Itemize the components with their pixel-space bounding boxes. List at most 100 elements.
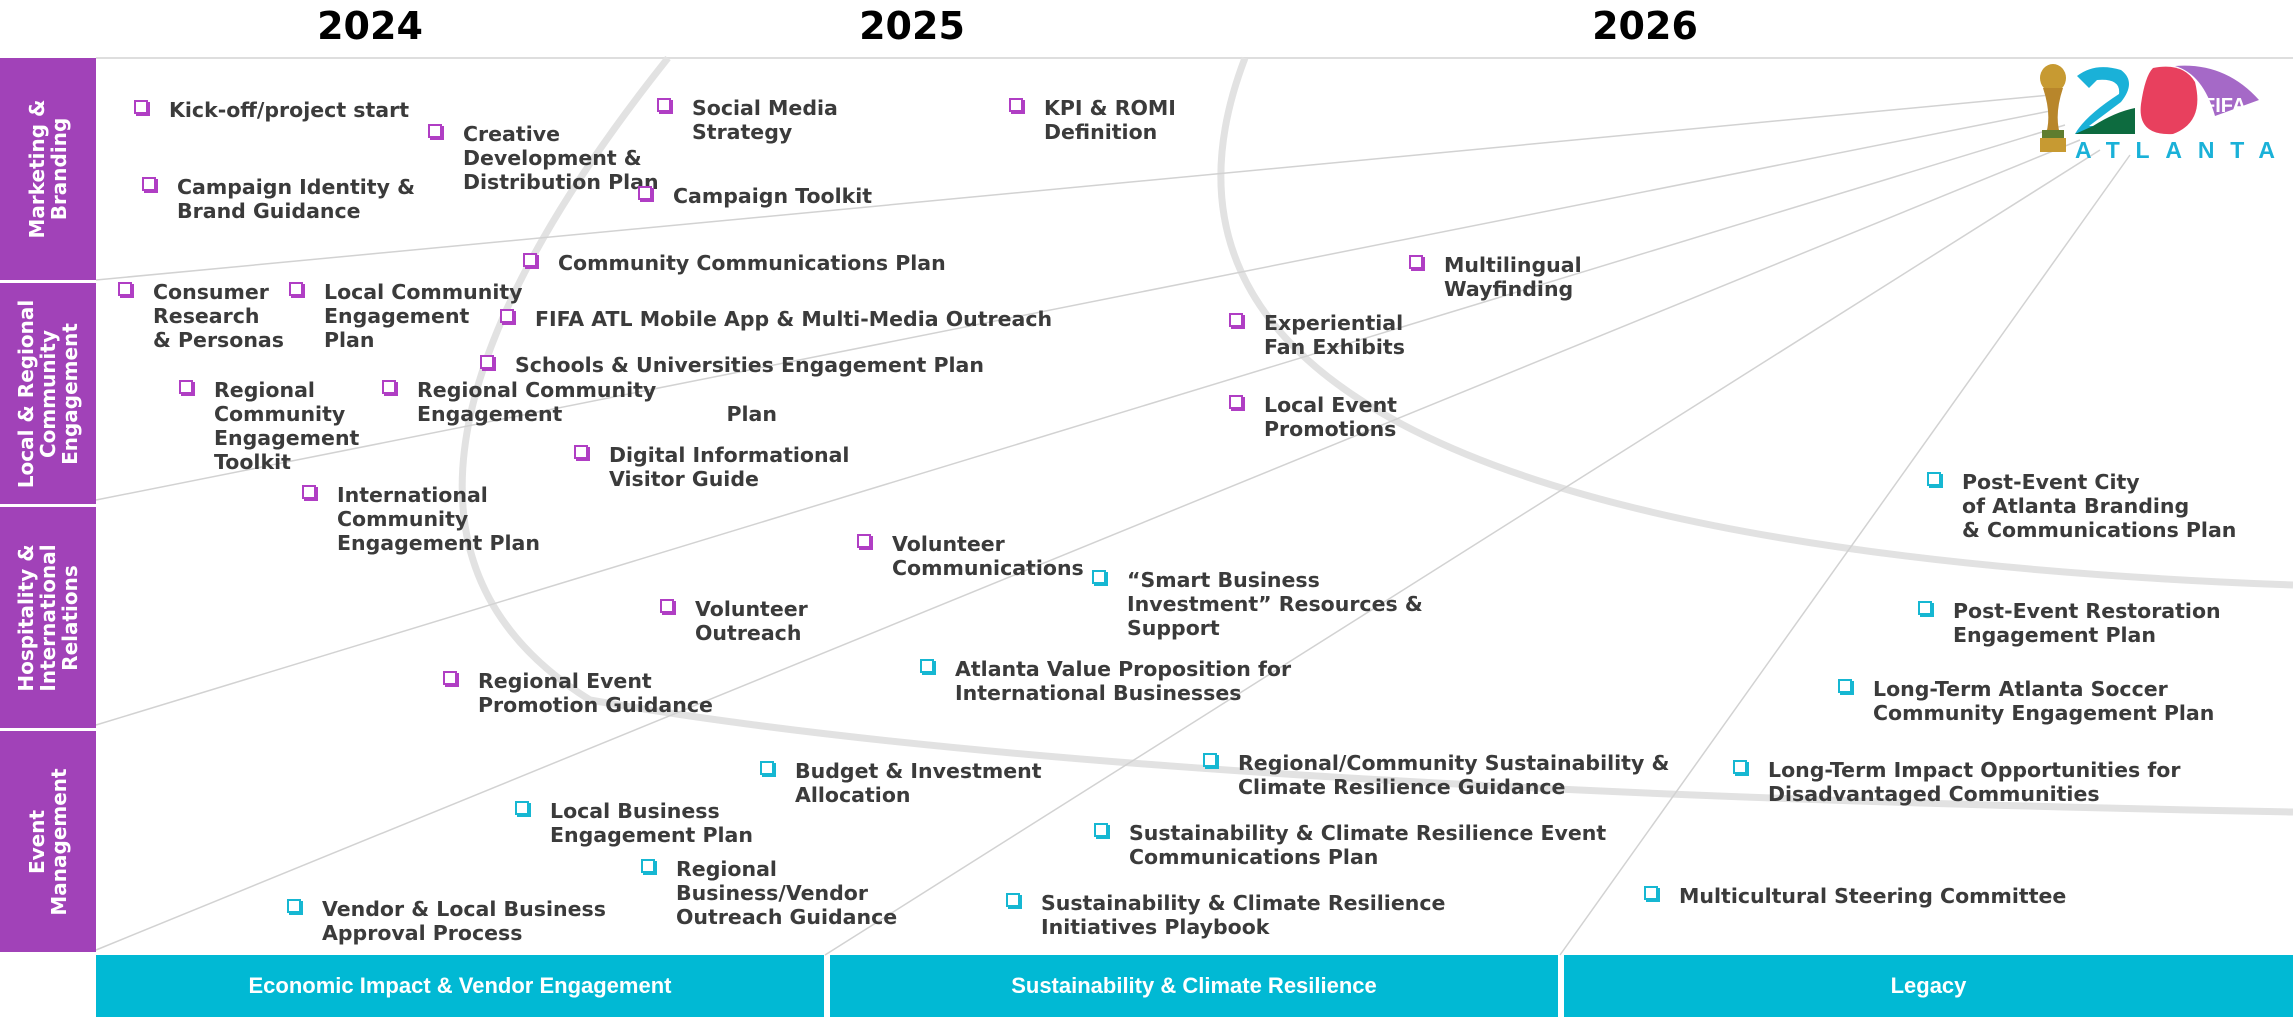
- purple-checkbox-bullet-icon: [1409, 255, 1423, 269]
- cyan-checkbox-bullet-icon: [1838, 679, 1852, 693]
- item-label: Sustainability & Climate Resilience Init…: [1041, 891, 1446, 939]
- lane-legacy: Legacy: [1564, 955, 2293, 1017]
- cyan-checkbox-bullet-icon: [1203, 753, 1217, 767]
- purple-checkbox-bullet-icon: [1229, 395, 1243, 409]
- item-local-community-plan: Local Community Engagement Plan: [289, 280, 523, 352]
- item-consumer-research: Consumer Research & Personas: [118, 280, 284, 352]
- purple-checkbox-bullet-icon: [289, 282, 303, 296]
- row-label: Marketing & Branding: [25, 99, 71, 239]
- item-label: Multilingual Wayfinding: [1444, 253, 1582, 301]
- cyan-checkbox-bullet-icon: [1644, 886, 1658, 900]
- item-long-term-soccer: Long-Term Atlanta Soccer Community Engag…: [1838, 677, 2214, 725]
- logo-city-text: ATLANTA: [2075, 137, 2275, 162]
- item-experiential-exhibits: Experiential Fan Exhibits: [1229, 311, 1405, 359]
- item-label: Sustainability & Climate Resilience Even…: [1129, 821, 1607, 869]
- item-community-communications: Community Communications Plan: [523, 251, 946, 275]
- cyan-checkbox-bullet-icon: [515, 801, 529, 815]
- item-label: Regional Community Engagement Toolkit: [214, 378, 360, 474]
- item-volunteer-outreach: Volunteer Outreach: [660, 597, 808, 645]
- fifa-atlanta-26-logo: FIFA ATLANTA: [2040, 64, 2275, 162]
- item-label: Local Business Engagement Plan: [550, 799, 753, 847]
- item-social-media-strategy: Social Media Strategy: [657, 96, 838, 144]
- item-fifa-mobile-app: FIFA ATL Mobile App & Multi-Media Outrea…: [500, 307, 1052, 331]
- item-label: Long-Term Atlanta Soccer Community Engag…: [1873, 677, 2215, 725]
- item-label: Multicultural Steering Committee: [1679, 884, 2067, 908]
- item-regional-toolkit: Regional Community Engagement Toolkit: [179, 378, 359, 474]
- item-label: “Smart Business Investment” Resources & …: [1127, 568, 1423, 640]
- purple-checkbox-bullet-icon: [857, 534, 871, 548]
- item-multilingual-wayfinding: Multilingual Wayfinding: [1409, 253, 1582, 301]
- item-label: Volunteer Communications: [892, 532, 1084, 580]
- row-event-management: Event Management: [0, 731, 96, 952]
- purple-checkbox-bullet-icon: [382, 380, 396, 394]
- item-budget-investment: Budget & Investment Allocation: [760, 759, 1042, 807]
- item-label: Vendor & Local Business Approval Process: [322, 897, 606, 945]
- item-kpi-romi: KPI & ROMI Definition: [1009, 96, 1176, 144]
- item-label: Social Media Strategy: [692, 96, 838, 144]
- item-label: Long-Term Impact Opportunities for Disad…: [1768, 758, 2181, 806]
- item-label: Post-Event Restoration Engagement Plan: [1953, 599, 2221, 647]
- purple-checkbox-bullet-icon: [500, 309, 514, 323]
- item-atlanta-value-proposition: Atlanta Value Proposition for Internatio…: [920, 657, 1291, 705]
- purple-checkbox-bullet-icon: [118, 282, 132, 296]
- purple-checkbox-bullet-icon: [1229, 313, 1243, 327]
- item-label: KPI & ROMI Definition: [1044, 96, 1176, 144]
- row-label: Event Management: [25, 767, 71, 916]
- row-hospitality-relations: Hospitality & International Relations: [0, 507, 96, 728]
- item-smart-business-investment: “Smart Business Investment” Resources & …: [1092, 568, 1423, 640]
- purple-checkbox-bullet-icon: [523, 253, 537, 267]
- item-label: Community Communications Plan: [558, 251, 946, 275]
- cyan-checkbox-bullet-icon: [1927, 472, 1941, 486]
- cyan-checkbox-bullet-icon: [641, 859, 655, 873]
- year-2025: 2025: [859, 4, 965, 48]
- item-post-event-restoration: Post-Event Restoration Engagement Plan: [1918, 599, 2221, 647]
- item-campaign-toolkit: Campaign Toolkit: [638, 184, 872, 208]
- lane-economic-impact: Economic Impact & Vendor Engagement: [96, 955, 824, 1017]
- item-label: Regional Event Promotion Guidance: [478, 669, 713, 717]
- item-label: Consumer Research & Personas: [153, 280, 284, 352]
- cyan-checkbox-bullet-icon: [287, 899, 301, 913]
- purple-checkbox-bullet-icon: [179, 380, 193, 394]
- purple-checkbox-bullet-icon: [480, 355, 494, 369]
- purple-checkbox-bullet-icon: [443, 671, 457, 685]
- purple-checkbox-bullet-icon: [428, 124, 442, 138]
- cyan-checkbox-bullet-icon: [760, 761, 774, 775]
- item-label: Digital Informational Visitor Guide: [609, 443, 850, 491]
- item-sustainability-playbook: Sustainability & Climate Resilience Init…: [1006, 891, 1445, 939]
- item-label: Schools & Universities Engagement Plan: [515, 353, 984, 377]
- item-regional-sustainability: Regional/Community Sustainability & Clim…: [1203, 751, 1669, 799]
- item-label: Regional/Community Sustainability & Clim…: [1238, 751, 1670, 799]
- item-local-event-promotions: Local Event Promotions: [1229, 393, 1397, 441]
- item-label: Post-Event City of Atlanta Branding & Co…: [1962, 470, 2237, 542]
- item-label: Atlanta Value Proposition for Internatio…: [955, 657, 1292, 705]
- cyan-checkbox-bullet-icon: [1006, 893, 1020, 907]
- item-international-community: International Community Engagement Plan: [302, 483, 540, 555]
- cyan-checkbox-bullet-icon: [1092, 570, 1106, 584]
- lane-sustainability: Sustainability & Climate Resilience: [830, 955, 1558, 1017]
- convergence-lines: [95, 94, 2131, 956]
- item-multicultural-committee: Multicultural Steering Committee: [1644, 884, 2066, 908]
- purple-checkbox-bullet-icon: [134, 100, 148, 114]
- item-label: Local Event Promotions: [1264, 393, 1397, 441]
- row-label: Hospitality & International Relations: [14, 543, 82, 692]
- item-label: Local Community Engagement Plan: [324, 280, 523, 352]
- purple-checkbox-bullet-icon: [574, 445, 588, 459]
- item-label: Creative Development & Distribution Plan: [463, 122, 659, 194]
- timeline-curve-2026: [1217, 56, 2293, 589]
- item-label: Regional Business/Vendor Outreach Guidan…: [676, 857, 898, 929]
- year-2026: 2026: [1592, 4, 1698, 48]
- item-label: Campaign Identity & Brand Guidance: [177, 175, 415, 223]
- item-regional-business-vendor: Regional Business/Vendor Outreach Guidan…: [641, 857, 897, 929]
- purple-checkbox-bullet-icon: [660, 599, 674, 613]
- item-creative-development: Creative Development & Distribution Plan: [428, 122, 659, 194]
- purple-checkbox-bullet-icon: [638, 186, 652, 200]
- year-2024: 2024: [317, 4, 423, 48]
- item-digital-visitor-guide: Digital Informational Visitor Guide: [574, 443, 849, 491]
- cyan-checkbox-bullet-icon: [1094, 823, 1108, 837]
- row-label: Local & Regional Community Engagement: [14, 299, 82, 488]
- item-kickoff: Kick-off/project start: [134, 98, 409, 122]
- item-local-business-engagement: Local Business Engagement Plan: [515, 799, 753, 847]
- item-label: Campaign Toolkit: [673, 184, 873, 208]
- item-vendor-approval: Vendor & Local Business Approval Process: [287, 897, 606, 945]
